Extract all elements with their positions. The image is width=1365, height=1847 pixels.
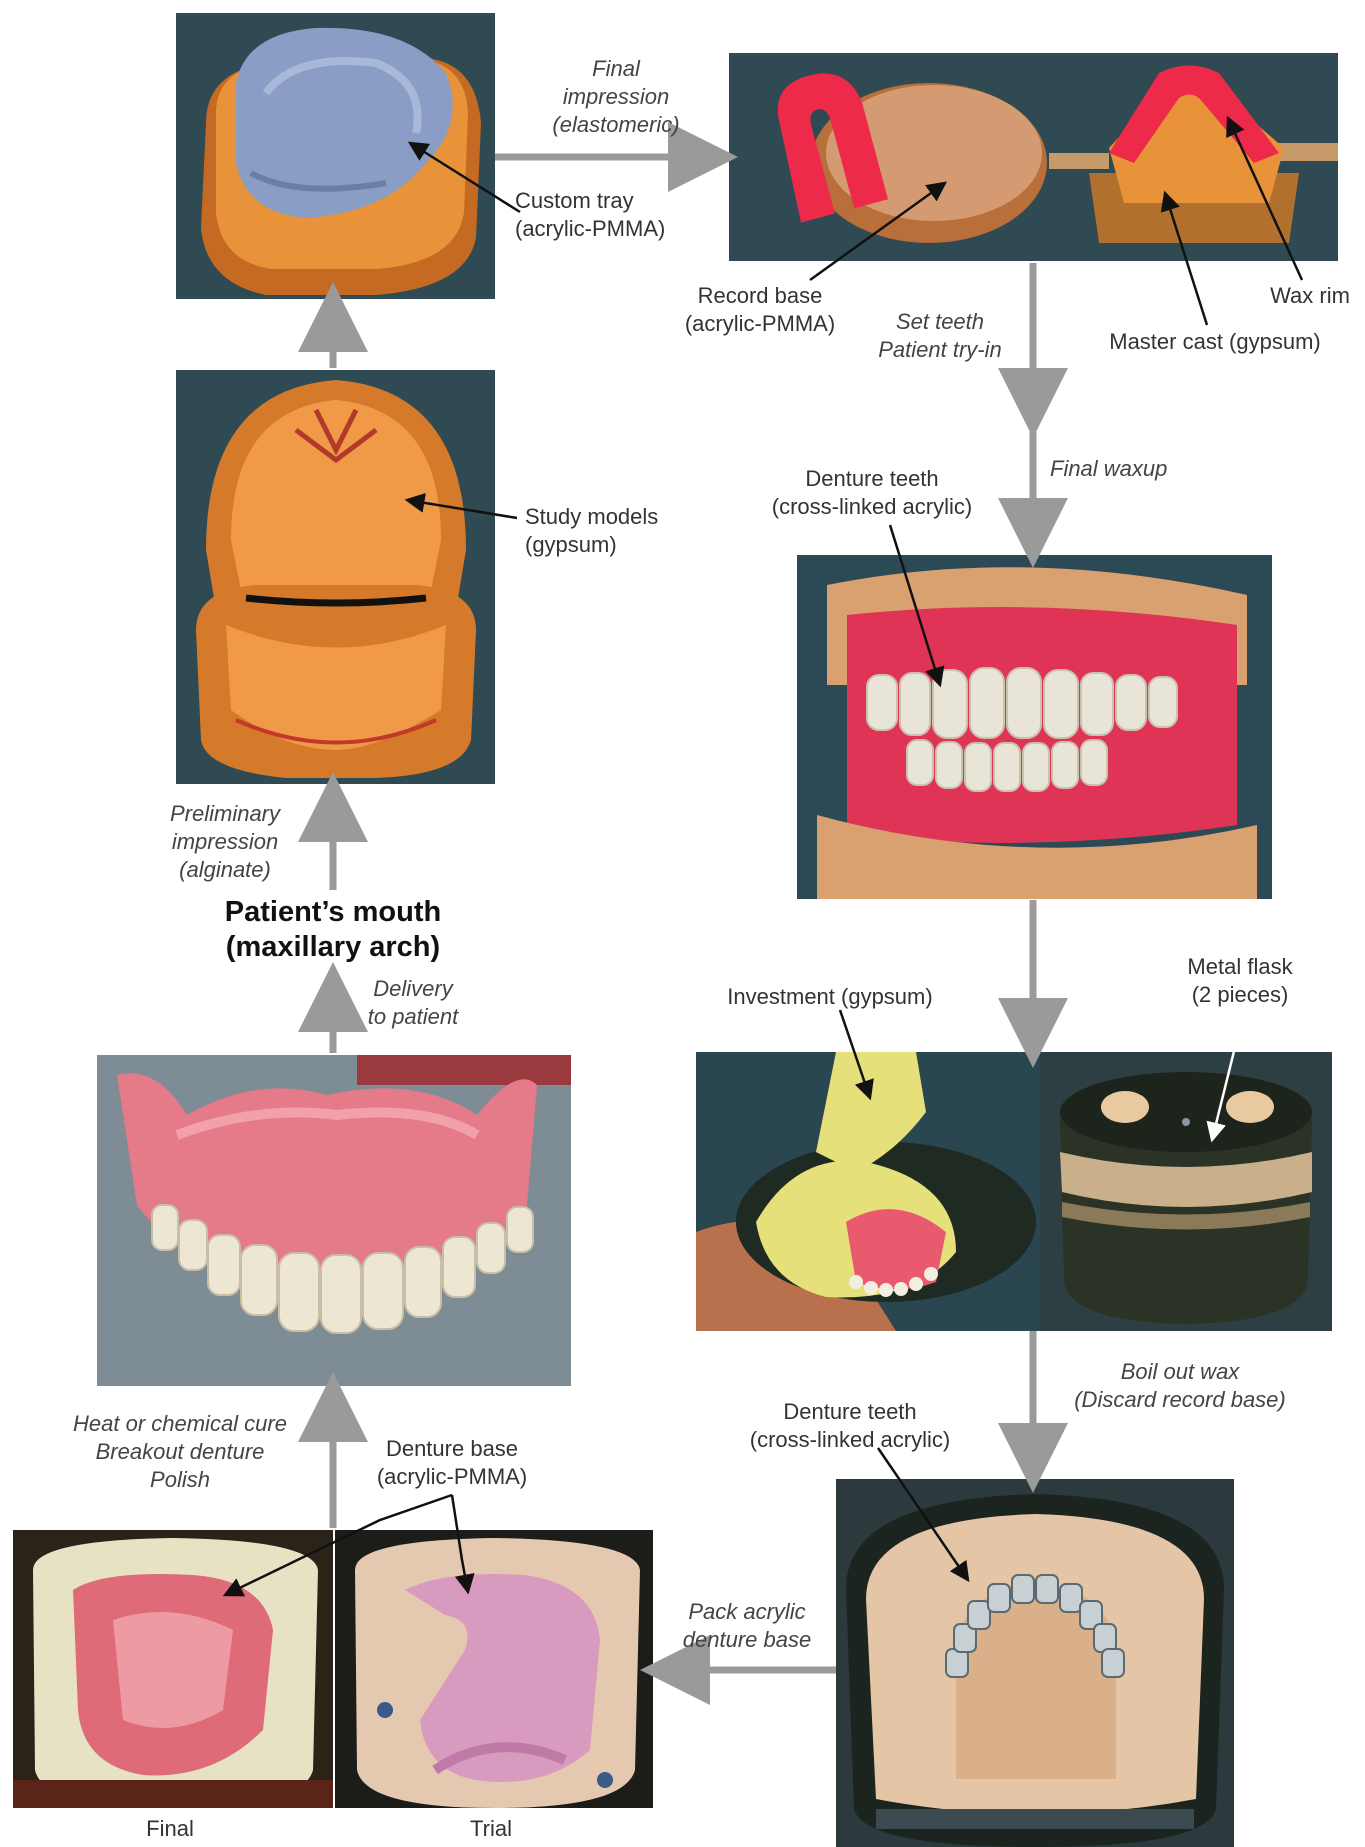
label-record-base-line-1: Record base (660, 282, 860, 310)
denture-delivery-photo (97, 1055, 571, 1386)
label-investment: Investment (gypsum) (705, 983, 955, 1011)
label-denture-base-line-1: Denture base (352, 1435, 552, 1463)
label-boil-out: Boil out wax(Discard record base) (1040, 1358, 1320, 1414)
label-delivery: Deliveryto patient (343, 975, 483, 1031)
label-heat-cure-line-2: Breakout denture (40, 1438, 320, 1466)
label-study-models-line-2: (gypsum) (525, 531, 725, 559)
label-delivery-line-1: Delivery (343, 975, 483, 1003)
label-pack-acrylic-line-2: denture base (662, 1626, 832, 1654)
label-denture-teeth-2-line-2: (cross-linked acrylic) (725, 1426, 975, 1454)
label-denture-teeth-2: Denture teeth(cross-linked acrylic) (725, 1398, 975, 1454)
label-final-impression-line-1: Final (516, 55, 716, 83)
label-preliminary-impression: Preliminaryimpression(alginate) (150, 800, 300, 884)
label-set-teeth-line-2: Patient try-in (850, 336, 1030, 364)
label-set-teeth: Set teethPatient try-in (850, 308, 1030, 364)
label-wax-rim-line-1: Wax rim (1255, 282, 1365, 310)
label-final-impression-line-3: (elastomeric) (516, 111, 716, 139)
label-heat-cure: Heat or chemical cureBreakout denturePol… (40, 1410, 320, 1494)
label-custom-tray: Custom tray(acrylic-PMMA) (515, 187, 715, 243)
label-preliminary-impression-line-3: (alginate) (150, 856, 300, 884)
patient-mouth-title-line-1: Patient’s mouth (183, 895, 483, 930)
label-pack-acrylic: Pack acrylicdenture base (662, 1598, 832, 1654)
label-study-models-line-1: Study models (525, 503, 725, 531)
label-custom-tray-line-2: (acrylic-PMMA) (515, 215, 715, 243)
label-denture-base: Denture base(acrylic-PMMA) (352, 1435, 552, 1491)
record-base-photo (729, 53, 1049, 261)
label-denture-teeth-1-line-1: Denture teeth (747, 465, 997, 493)
label-record-base: Record base(acrylic-PMMA) (660, 282, 860, 338)
final-denture-photo (13, 1530, 333, 1808)
label-final-waxup-line-1: Final waxup (1050, 455, 1250, 483)
label-preliminary-impression-line-1: Preliminary (150, 800, 300, 828)
label-denture-teeth-1: Denture teeth(cross-linked acrylic) (747, 465, 997, 521)
label-delivery-line-2: to patient (343, 1003, 483, 1031)
label-study-models: Study models(gypsum) (525, 503, 725, 559)
label-master-cast-line-1: Master cast (gypsum) (1080, 328, 1350, 356)
flask-teeth-photo (836, 1479, 1234, 1847)
waxup-photo (797, 555, 1272, 899)
patient-mouth-title-line-2: (maxillary arch) (183, 930, 483, 965)
investment-photo (696, 1052, 1040, 1331)
label-denture-base-line-2: (acrylic-PMMA) (352, 1463, 552, 1491)
photo-divider (333, 1530, 335, 1808)
label-final: Final (125, 1815, 215, 1843)
label-record-base-line-2: (acrylic-PMMA) (660, 310, 860, 338)
label-trial-line-1: Trial (446, 1815, 536, 1843)
label-boil-out-line-1: Boil out wax (1040, 1358, 1320, 1386)
label-master-cast: Master cast (gypsum) (1080, 328, 1350, 356)
label-pack-acrylic-line-1: Pack acrylic (662, 1598, 832, 1626)
label-wax-rim: Wax rim (1255, 282, 1365, 310)
label-set-teeth-line-1: Set teeth (850, 308, 1030, 336)
label-custom-tray-line-1: Custom tray (515, 187, 715, 215)
label-final-impression: Finalimpression(elastomeric) (516, 55, 716, 139)
patient-mouth-title: Patient’s mouth(maxillary arch) (183, 895, 483, 965)
trial-denture-photo (335, 1530, 653, 1808)
label-boil-out-line-2: (Discard record base) (1040, 1386, 1320, 1414)
metal-flask-photo (1040, 1052, 1332, 1331)
label-investment-line-1: Investment (gypsum) (705, 983, 955, 1011)
label-heat-cure-line-3: Polish (40, 1466, 320, 1494)
label-final-waxup: Final waxup (1050, 455, 1250, 483)
label-denture-teeth-1-line-2: (cross-linked acrylic) (747, 493, 997, 521)
label-heat-cure-line-1: Heat or chemical cure (40, 1410, 320, 1438)
label-metal-flask-line-2: (2 pieces) (1150, 981, 1330, 1009)
label-final-impression-line-2: impression (516, 83, 716, 111)
study-models-photo (176, 370, 495, 784)
custom-tray-photo (176, 13, 495, 299)
label-denture-teeth-2-line-1: Denture teeth (725, 1398, 975, 1426)
label-trial: Trial (446, 1815, 536, 1843)
label-final-line-1: Final (125, 1815, 215, 1843)
label-metal-flask-line-1: Metal flask (1150, 953, 1330, 981)
label-preliminary-impression-line-2: impression (150, 828, 300, 856)
wax-rim-photo (1049, 53, 1338, 261)
label-metal-flask: Metal flask(2 pieces) (1150, 953, 1330, 1009)
